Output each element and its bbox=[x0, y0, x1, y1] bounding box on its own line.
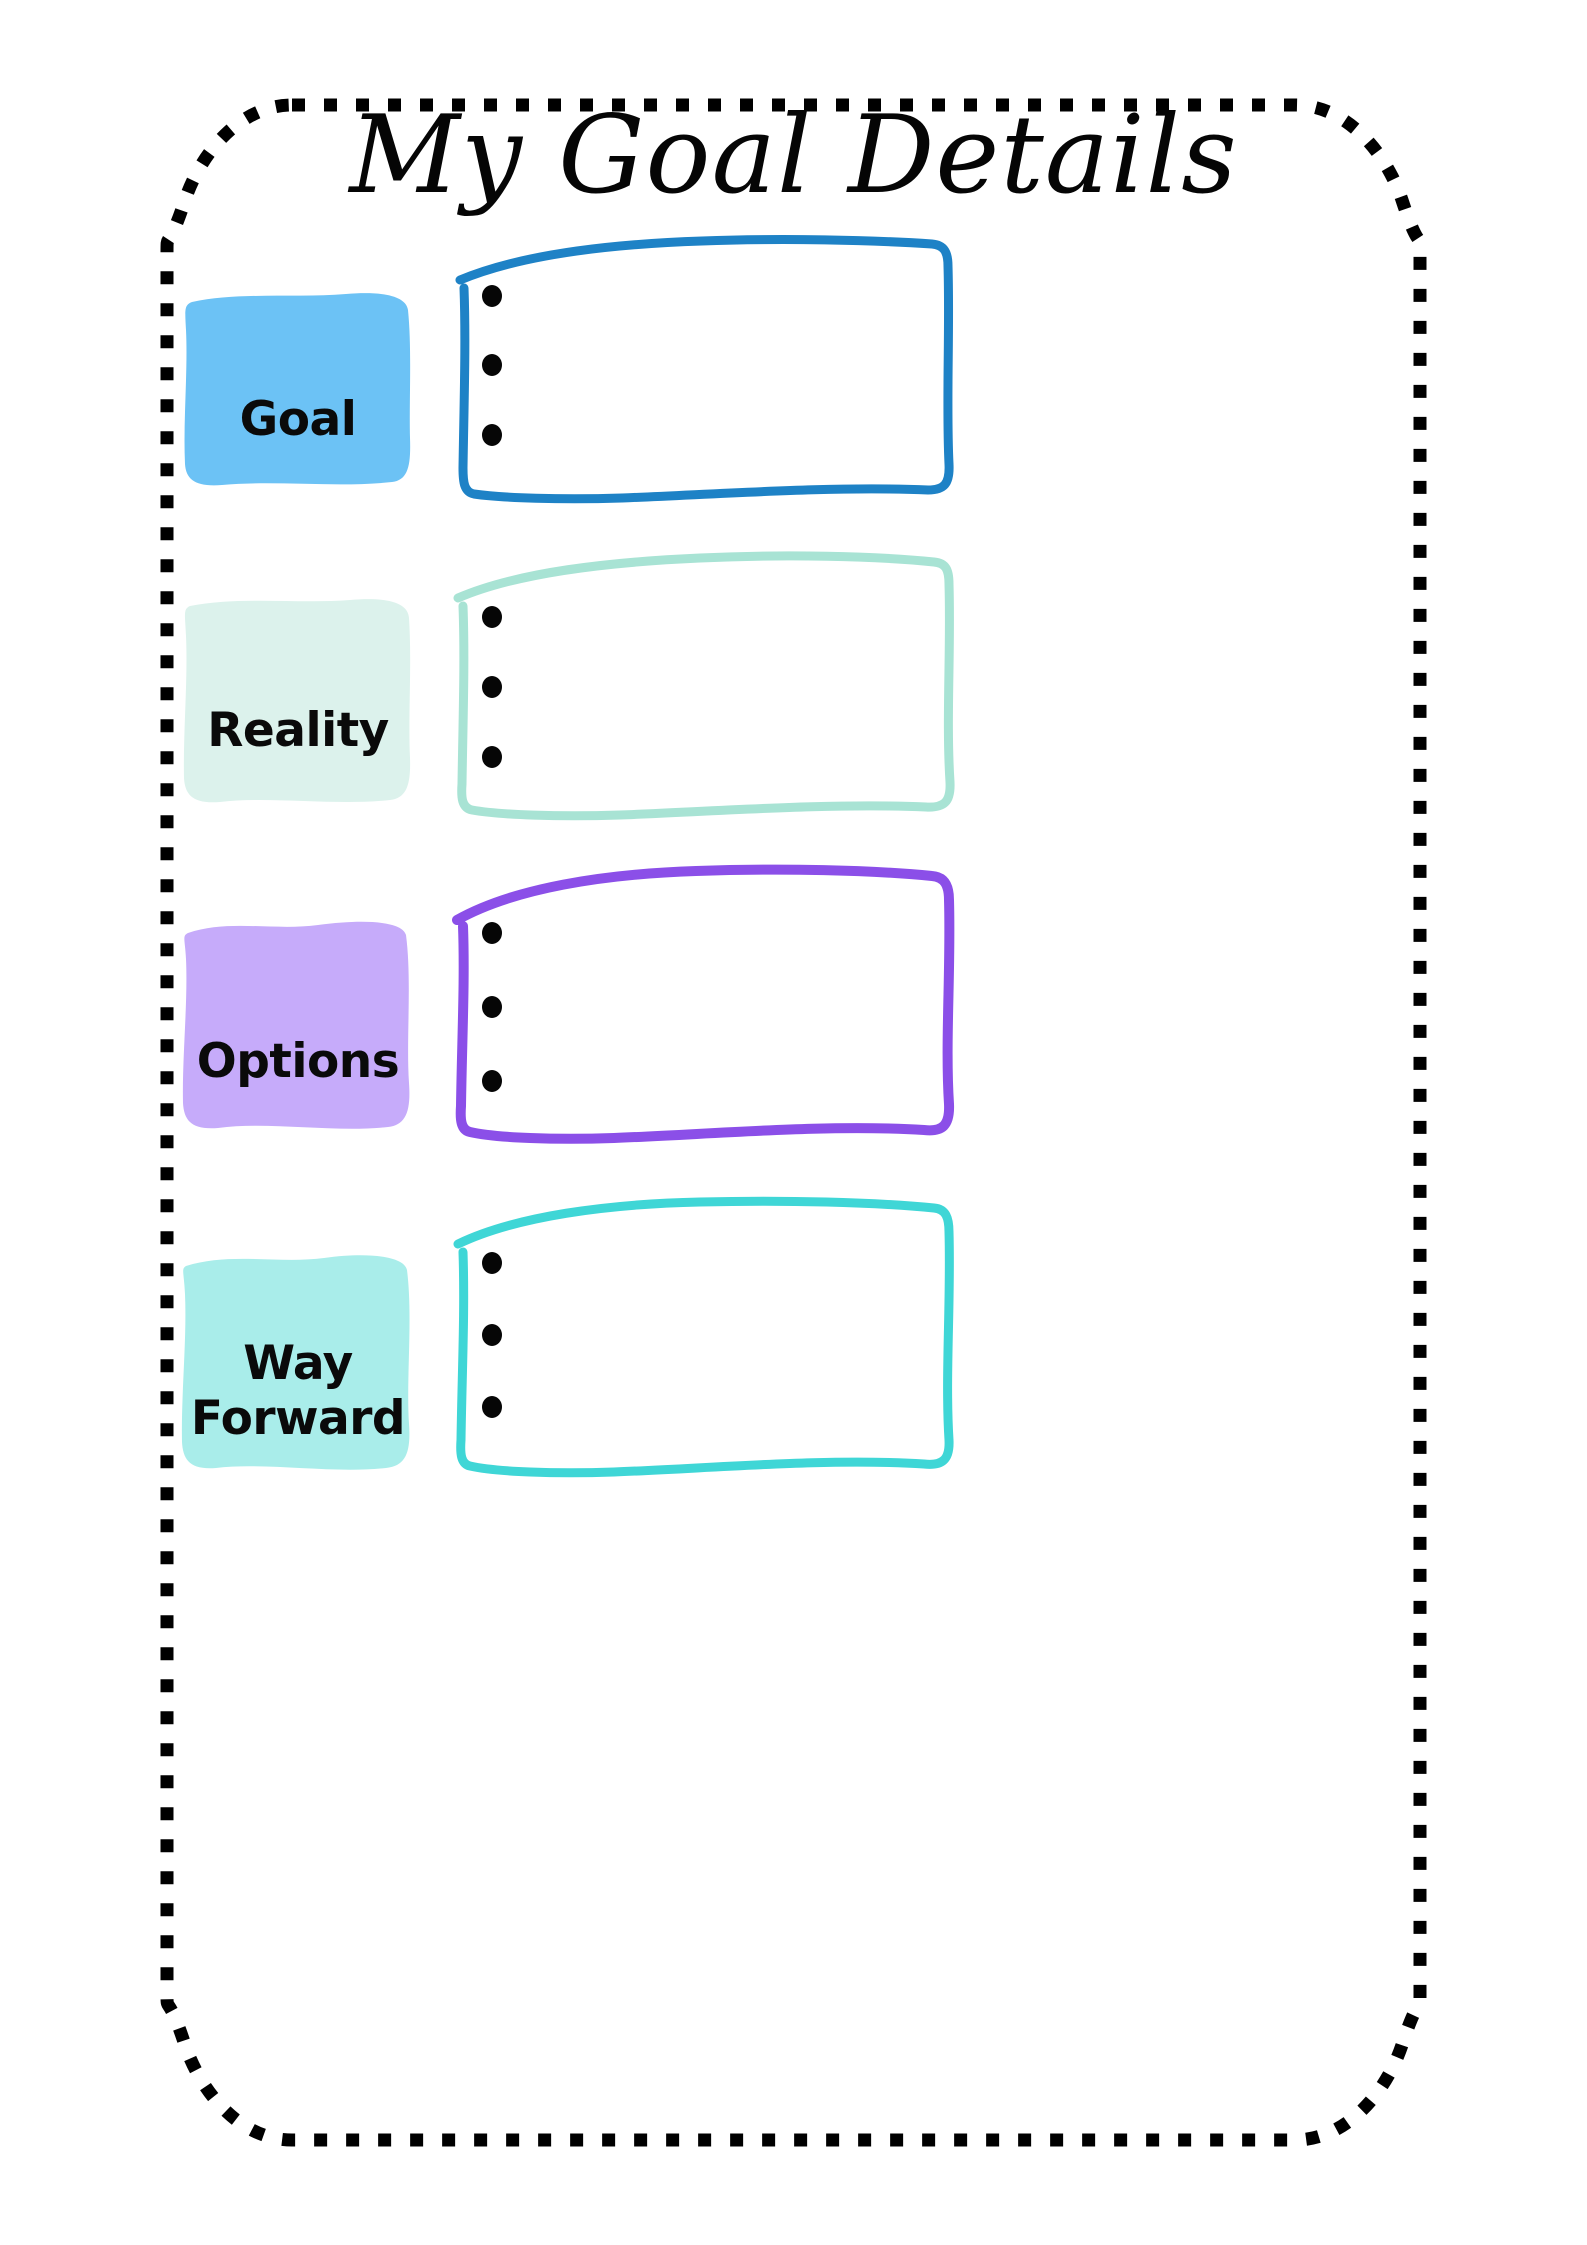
bullet-dot bbox=[482, 285, 502, 307]
section-goal: Goal bbox=[0, 232, 1587, 532]
note-box-way-forward[interactable] bbox=[452, 1196, 962, 1496]
chip-shape-options bbox=[182, 921, 410, 1129]
label-chip-way-forward: Way Forward bbox=[178, 1244, 418, 1479]
bullet-dot bbox=[482, 676, 502, 698]
section-reality: Reality bbox=[0, 548, 1587, 848]
chip-shape-reality bbox=[183, 599, 411, 803]
label-text-options: Options bbox=[196, 1034, 400, 1089]
chip-shape-way-forward bbox=[181, 1255, 410, 1470]
label-text-way: Way bbox=[243, 1336, 353, 1391]
note-box-reality[interactable] bbox=[452, 548, 962, 838]
label-chip-options: Options bbox=[178, 909, 418, 1139]
bullet-dot bbox=[482, 1396, 502, 1418]
label-text-reality: Reality bbox=[207, 703, 389, 758]
chip-shape-goal bbox=[184, 293, 411, 486]
label-chip-goal: Goal bbox=[178, 280, 418, 495]
label-chip-reality: Reality bbox=[178, 588, 418, 813]
bullet-dot bbox=[482, 922, 502, 944]
bullet-dot bbox=[482, 424, 502, 446]
bullet-dot bbox=[482, 1252, 502, 1274]
note-outline-goal bbox=[455, 235, 954, 504]
bullet-dot bbox=[482, 354, 502, 376]
page-title: My Goal Details bbox=[349, 93, 1238, 218]
section-options: Options bbox=[0, 864, 1587, 1184]
note-outline-way-forward bbox=[453, 1196, 954, 1478]
note-box-goal[interactable] bbox=[452, 232, 962, 522]
bullet-dot bbox=[482, 746, 502, 768]
note-outline-options bbox=[452, 864, 955, 1144]
label-text-forward: Forward bbox=[190, 1391, 406, 1447]
note-outline-reality bbox=[453, 551, 955, 821]
note-box-options[interactable] bbox=[452, 864, 962, 1164]
bullet-dot bbox=[482, 606, 502, 628]
label-text-way-forward: Way Forward bbox=[178, 1336, 418, 1447]
bullet-dot bbox=[482, 996, 502, 1018]
bullet-dot bbox=[482, 1070, 502, 1092]
bullet-dot bbox=[482, 1324, 502, 1346]
section-way-forward: Way Forward bbox=[0, 1196, 1587, 1516]
label-text-goal: Goal bbox=[239, 392, 357, 447]
